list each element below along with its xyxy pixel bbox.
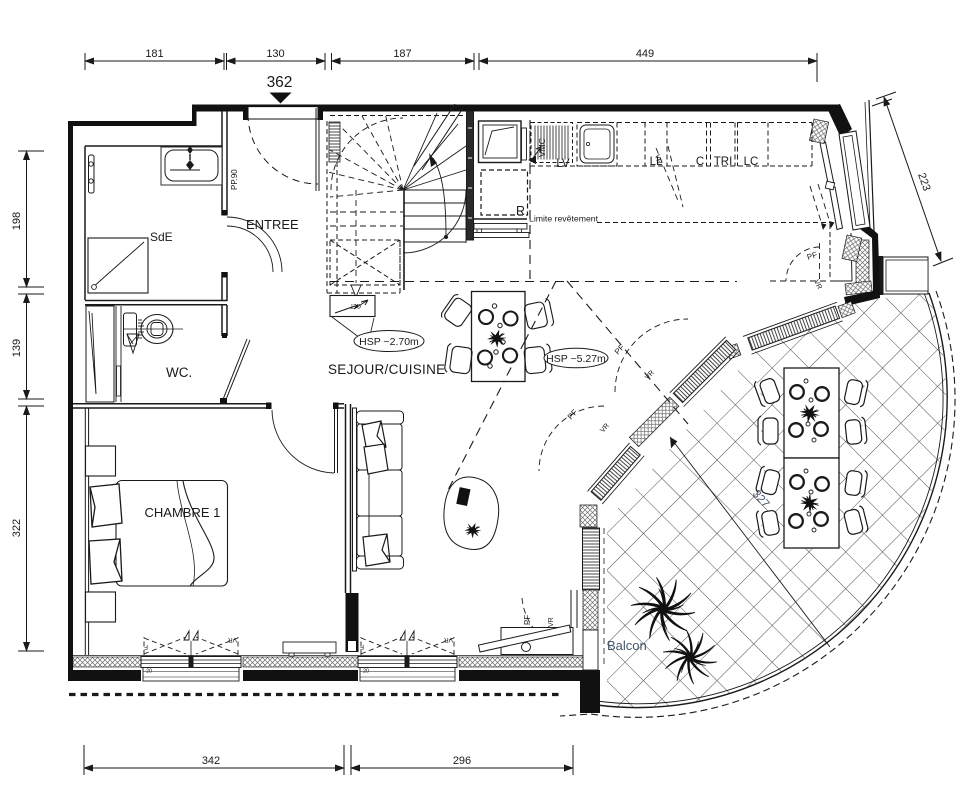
- svg-text:VR: VR: [228, 636, 237, 643]
- svg-text:223: 223: [915, 171, 932, 192]
- svg-text:VR: VR: [644, 369, 656, 381]
- svg-text:HSP ~5.27m: HSP ~5.27m: [546, 353, 606, 365]
- svg-text:LV: LV: [556, 158, 570, 170]
- svg-text:VR: VR: [653, 154, 662, 165]
- svg-text:ENTREE: ENTREE: [246, 217, 299, 232]
- svg-text:20: 20: [146, 669, 152, 675]
- svg-text:LC: LC: [744, 156, 759, 168]
- svg-text:VR: VR: [444, 636, 453, 643]
- svg-text:PP.90: PP.90: [230, 169, 239, 190]
- svg-text:Balcon: Balcon: [607, 638, 647, 653]
- svg-text:VR: VR: [812, 279, 822, 291]
- svg-text:322: 322: [11, 519, 23, 537]
- svg-text:Limite revêtement: Limite revêtement: [529, 214, 599, 224]
- svg-text:130: 130: [266, 48, 284, 60]
- svg-text:CHAMBRE 1: CHAMBRE 1: [145, 505, 221, 520]
- svg-text:WC.: WC.: [166, 365, 192, 380]
- svg-text:CLT: CLT: [350, 302, 361, 308]
- svg-text:PF: PF: [523, 615, 532, 625]
- svg-text:181: 181: [145, 48, 163, 60]
- svg-text:296: 296: [453, 755, 471, 767]
- svg-text:VMC: VMC: [537, 138, 547, 157]
- svg-text:R: R: [516, 204, 525, 218]
- svg-text:362: 362: [267, 74, 293, 91]
- svg-text:449: 449: [636, 48, 654, 60]
- svg-text:HSP ~2.70m: HSP ~2.70m: [359, 336, 419, 348]
- svg-text:PF: PF: [806, 250, 819, 262]
- svg-text:139: 139: [11, 339, 23, 357]
- svg-text:187: 187: [393, 48, 411, 60]
- svg-text:LL: LL: [650, 156, 663, 168]
- svg-text:F: F: [360, 643, 364, 650]
- svg-text:TRI: TRI: [714, 156, 733, 168]
- svg-text:SdE: SdE: [150, 230, 173, 244]
- svg-text:198: 198: [11, 212, 23, 230]
- svg-text:VR: VR: [548, 617, 555, 627]
- svg-text:F: F: [144, 643, 148, 650]
- svg-text:SEJOUR/CUISINE: SEJOUR/CUISINE: [328, 362, 445, 377]
- svg-text:20: 20: [363, 669, 369, 675]
- svg-text:C: C: [696, 156, 704, 168]
- svg-text:342: 342: [202, 755, 220, 767]
- svg-text:VR: VR: [599, 422, 611, 434]
